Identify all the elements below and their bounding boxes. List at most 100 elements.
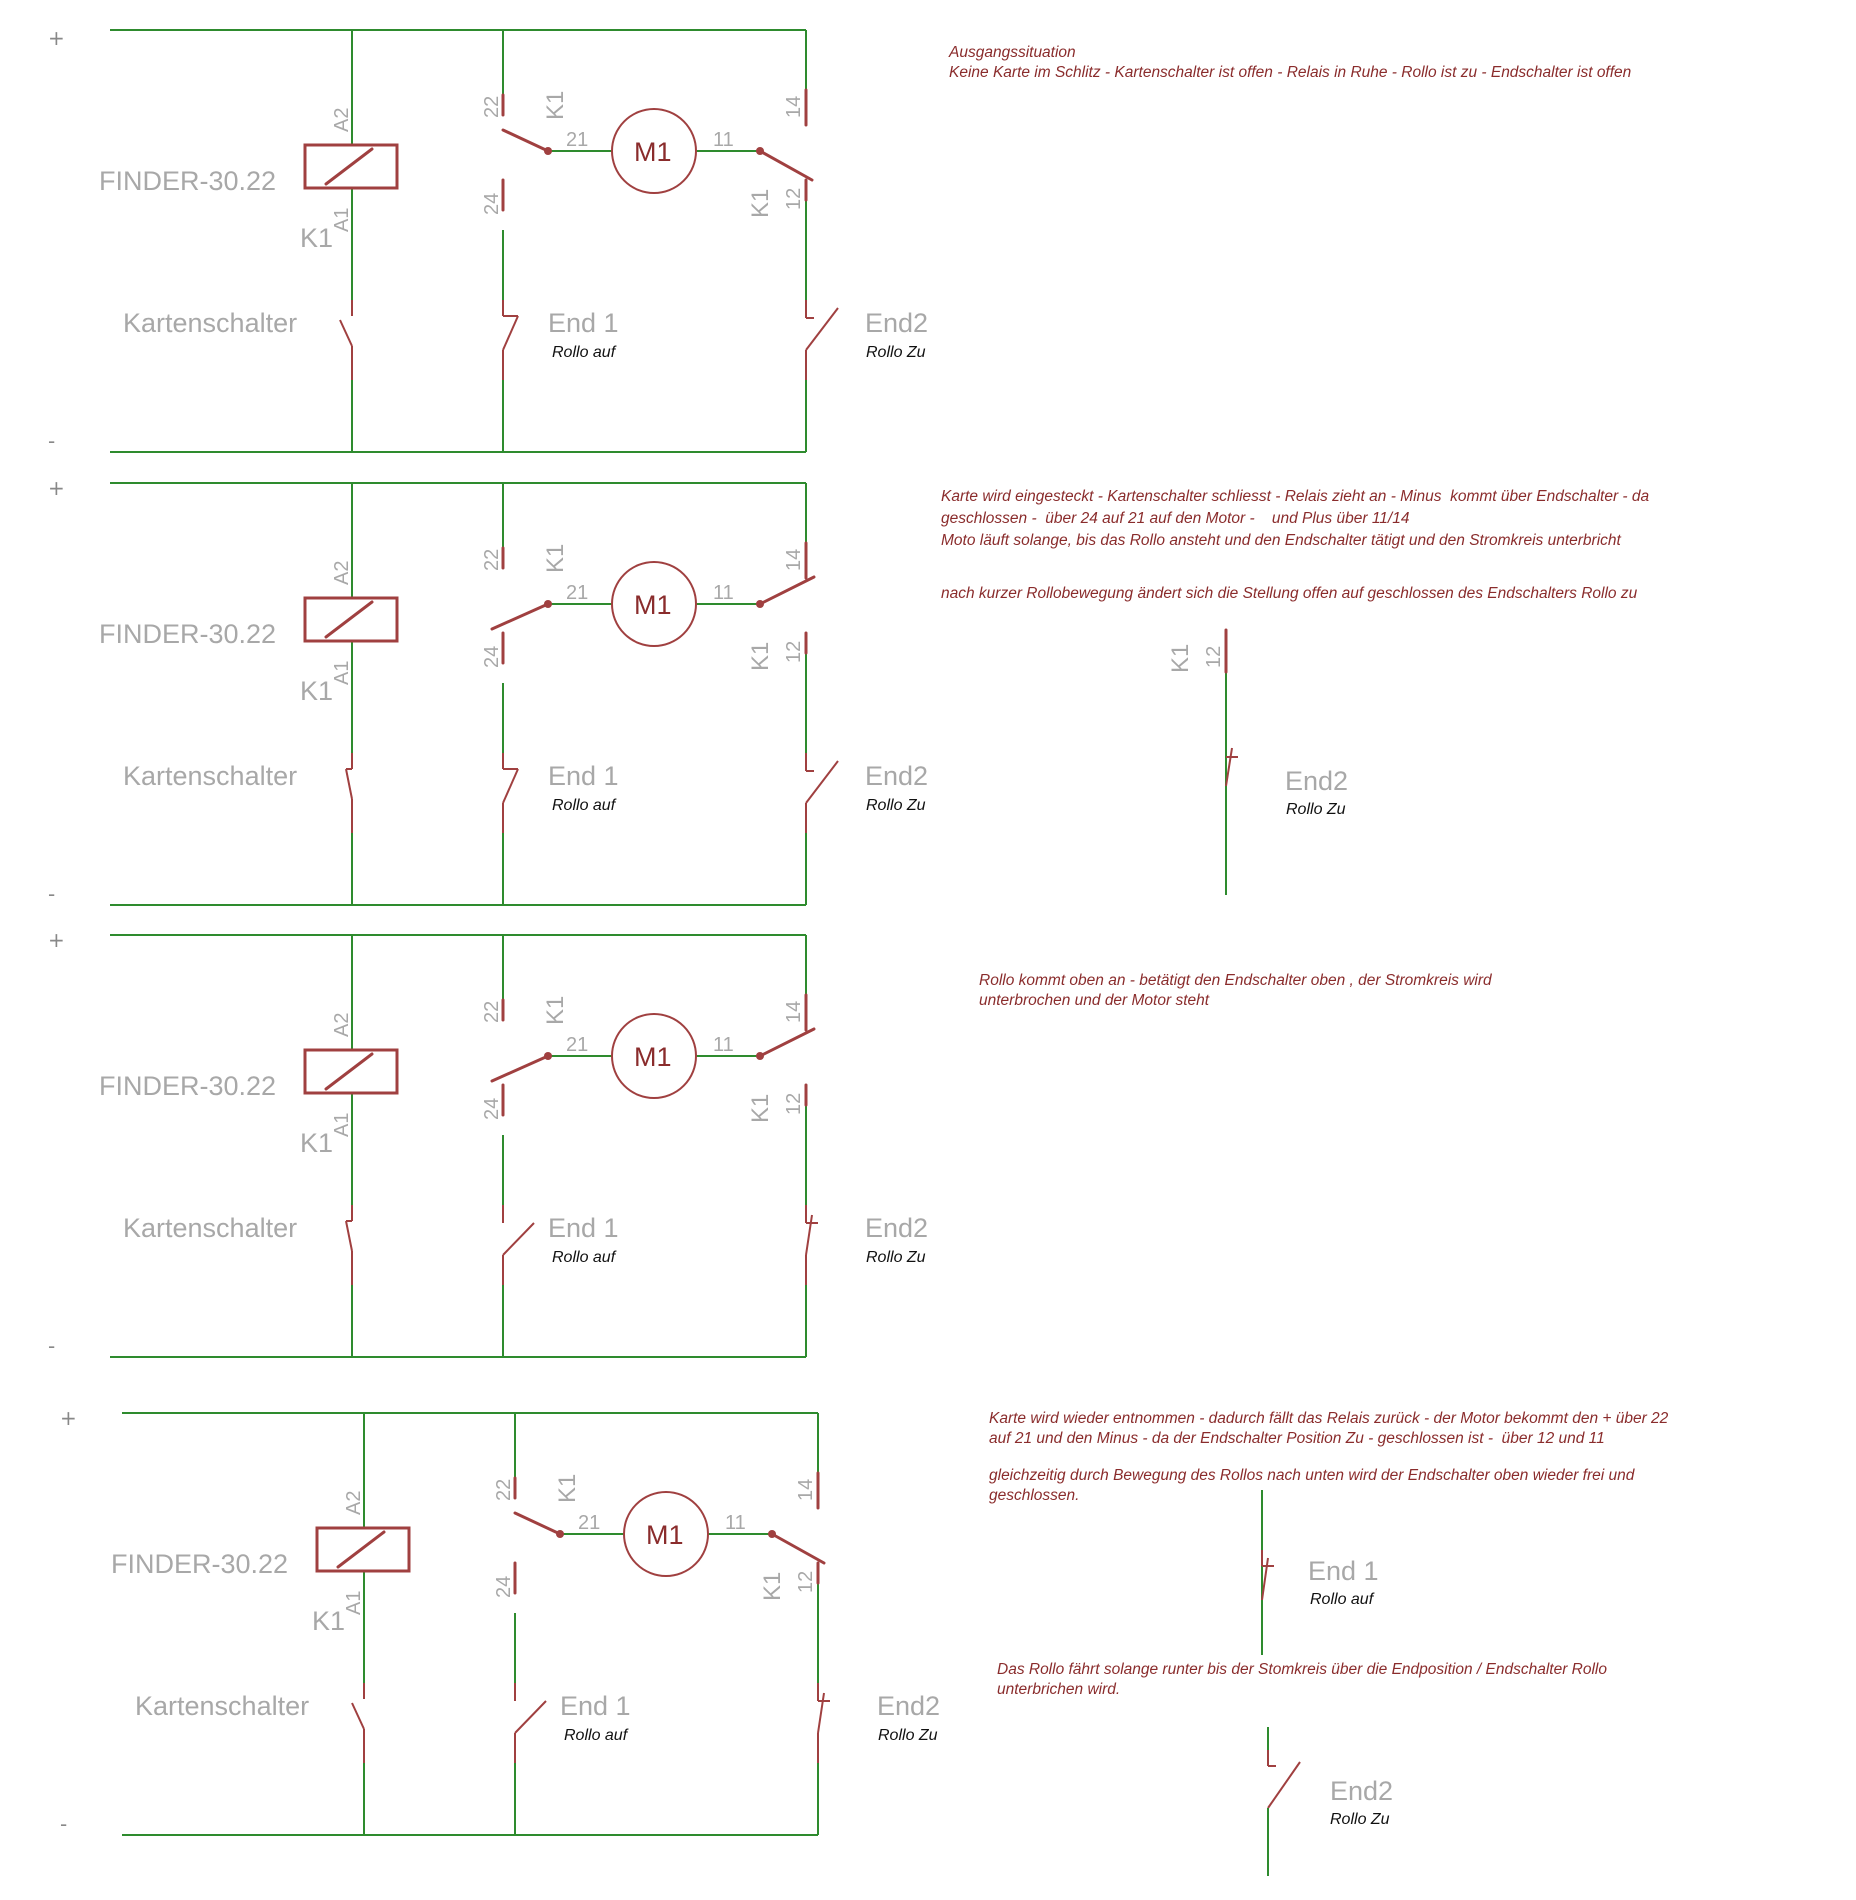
pin-14-label: 14 <box>783 1001 805 1023</box>
minus-label: - <box>60 1812 67 1836</box>
relay-k1-label: K1 <box>300 676 333 706</box>
plus-label: + <box>48 476 65 500</box>
pin-22-label: 22 <box>493 1479 515 1501</box>
pin-11-label: 11 <box>713 1034 734 1056</box>
relay-model-label: FINDER-30.22 <box>99 166 276 196</box>
coil-a2-label: A2 <box>343 1491 365 1515</box>
end1-sub-label: Rollo auf <box>552 344 617 361</box>
pin-12-label: 12 <box>783 1093 805 1115</box>
plus-label: + <box>48 928 65 952</box>
end1-label: End 1 <box>548 761 619 791</box>
detail-end1-closed: End 1 Rollo auf <box>1261 1490 1379 1655</box>
pin-14-label: 14 <box>783 96 805 118</box>
panel-3-labels: + - FINDER-30.22 K1 A2 A1 Kartenschalter… <box>48 928 928 1358</box>
card-switch <box>339 299 353 381</box>
detail-k1-label: K1 <box>1167 644 1194 673</box>
motor-label: M1 <box>634 137 672 167</box>
pin-14-label: 14 <box>795 1479 817 1501</box>
motor-label: M1 <box>646 1520 684 1550</box>
coil-a2-label: A2 <box>331 108 353 132</box>
coil-a2-label: A2 <box>331 561 353 585</box>
panel-2 <box>109 482 839 906</box>
pin-21-label: 21 <box>566 582 588 604</box>
note-switch-change: nach kurzer Rollobewegung ändert sich di… <box>941 585 1638 602</box>
relay-model-label: FINDER-30.22 <box>99 619 276 649</box>
detail-end1-label: End 1 <box>1308 1556 1379 1586</box>
relay-model-label: FINDER-30.22 <box>111 1549 288 1579</box>
end1-switch <box>514 1682 547 1764</box>
panel-4 <box>121 1412 831 1836</box>
detail-end2-sub-label: Rollo Zu <box>1286 801 1346 818</box>
coil-a1-label: A1 <box>343 1591 365 1615</box>
end1-label: End 1 <box>548 1213 619 1243</box>
end2-label: End2 <box>865 308 928 338</box>
end1-sub-label: Rollo auf <box>564 1727 629 1744</box>
detail-end2b-label: End2 <box>1330 1776 1393 1806</box>
motor-label: M1 <box>634 590 672 620</box>
relay-k1-label: K1 <box>300 223 333 253</box>
end2-switch <box>817 1682 831 1764</box>
coil-a1-label: A1 <box>331 661 353 685</box>
detail-end2-closed: K1 12 End2 Rollo Zu <box>1167 628 1348 895</box>
pin-24-label: 24 <box>481 193 503 215</box>
contact-k1b-label: K1 <box>759 1572 786 1601</box>
plus-label: + <box>60 1406 77 1430</box>
note-card-inserted: Karte wird eingesteckt - Kartenschalter … <box>941 488 1650 549</box>
pin-21-label: 21 <box>566 129 588 151</box>
contact-k1-label: K1 <box>542 91 569 120</box>
note-roll-down: Das Rollo fährt solange runter bis der S… <box>997 1661 1607 1698</box>
card-switch <box>345 1204 353 1286</box>
detail-end2-open: End2 Rollo Zu <box>1267 1727 1393 1876</box>
relay-coil <box>315 1526 411 1573</box>
contact-k1b-label: K1 <box>747 642 774 671</box>
card-switch-label: Kartenschalter <box>135 1691 309 1721</box>
end2-switch <box>805 1204 819 1286</box>
minus-label: - <box>48 429 55 453</box>
card-switch-label: Kartenschalter <box>123 761 297 791</box>
end2-sub-label: Rollo Zu <box>866 1249 926 1266</box>
coil-a1-label: A1 <box>331 208 353 232</box>
pin-21-label: 21 <box>578 1512 600 1534</box>
end1-switch <box>502 752 519 834</box>
pin-24-label: 24 <box>481 646 503 668</box>
end2-sub-label: Rollo Zu <box>878 1727 938 1744</box>
pin-11-label: 11 <box>713 129 734 151</box>
pin-12-label: 12 <box>795 1571 817 1593</box>
card-switch <box>345 752 353 834</box>
plus-label: + <box>48 26 65 50</box>
relay-k1-label: K1 <box>300 1128 333 1158</box>
panel-1-labels: + - FINDER-30.22 K1 A2 A1 Kartenschalter… <box>48 26 928 453</box>
relay-coil <box>303 143 399 190</box>
card-switch <box>351 1682 365 1764</box>
end1-label: End 1 <box>548 308 619 338</box>
pin-11-label: 11 <box>725 1512 746 1534</box>
contact-k1-label: K1 <box>554 1474 581 1503</box>
contact-k1b-label: K1 <box>747 1094 774 1123</box>
pin-21-label: 21 <box>566 1034 588 1056</box>
detail-pin-12-label: 12 <box>1203 646 1225 668</box>
minus-label: - <box>48 1334 55 1358</box>
end1-label: End 1 <box>560 1691 631 1721</box>
panel-4-labels: + - FINDER-30.22 K1 A2 A1 Kartenschalter… <box>60 1406 940 1836</box>
detail-end1-sub-label: Rollo auf <box>1310 1591 1375 1608</box>
pin-11-label: 11 <box>713 582 734 604</box>
panel-2-labels: + - FINDER-30.22 K1 A2 A1 Kartenschalter… <box>48 476 928 906</box>
contact-k1b-label: K1 <box>747 189 774 218</box>
pin-24-label: 24 <box>493 1576 515 1598</box>
end2-switch <box>805 752 839 834</box>
relay-k1-label: K1 <box>312 1606 345 1636</box>
end2-label: End2 <box>877 1691 940 1721</box>
pin-22-label: 22 <box>481 549 503 571</box>
contact-k1-label: K1 <box>542 544 569 573</box>
end1-switch <box>502 299 519 381</box>
panel-3 <box>109 934 819 1358</box>
end1-switch <box>502 1204 535 1286</box>
end1-sub-label: Rollo auf <box>552 1249 617 1266</box>
end2-switch <box>805 299 839 381</box>
end2-sub-label: Rollo Zu <box>866 344 926 361</box>
pin-22-label: 22 <box>481 1001 503 1023</box>
coil-a2-label: A2 <box>331 1013 353 1037</box>
card-switch-label: Kartenschalter <box>123 308 297 338</box>
relay-model-label: FINDER-30.22 <box>99 1071 276 1101</box>
